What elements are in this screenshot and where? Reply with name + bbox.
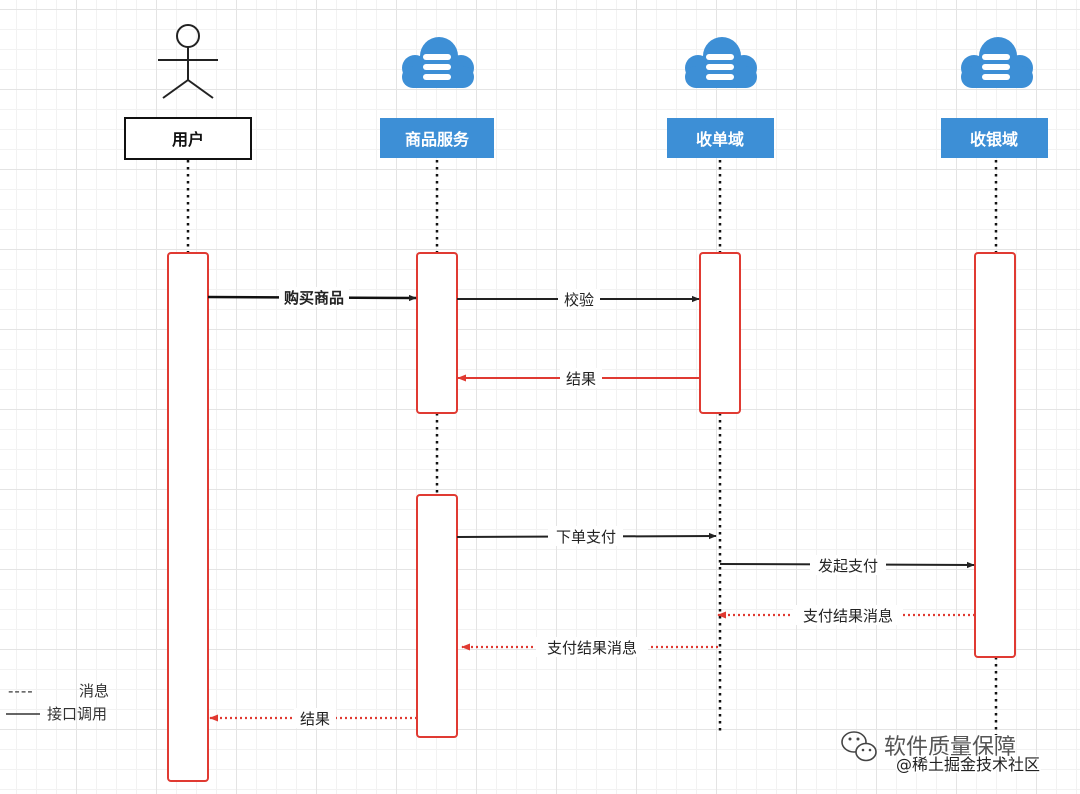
- message-initiate-payment-label: 发起支付: [818, 557, 878, 575]
- participant-cashier-label: 收银域: [970, 130, 1018, 149]
- wechat-icon: [841, 731, 877, 762]
- activation-user: [167, 252, 209, 782]
- message-verify: 校验: [457, 289, 700, 309]
- message-result-1: 结果: [457, 368, 700, 388]
- message-place-order-pay: 下单支付: [456, 526, 717, 546]
- message-payment-result-2-label: 支付结果消息: [547, 639, 637, 657]
- cloud-database-icon: [961, 37, 1033, 88]
- message-buy-goods: 购买商品: [207, 287, 417, 307]
- cloud-database-icon: [685, 37, 757, 88]
- activation-goods-2: [416, 494, 458, 738]
- activation-order: [699, 252, 741, 414]
- message-result-1-label: 结果: [566, 370, 596, 388]
- message-place-order-pay-label: 下单支付: [556, 528, 616, 546]
- message-payment-result-2: 支付结果消息: [461, 637, 718, 657]
- watermark: 软件质量保障 @稀土掘金技术社区: [841, 731, 1042, 776]
- watermark-line2: @稀土掘金技术社区: [896, 755, 1040, 774]
- message-result-2: 结果: [209, 708, 417, 728]
- user-actor-icon: [158, 24, 218, 99]
- activation-goods-1: [416, 252, 458, 414]
- participant-goods-service: 商品服务: [380, 118, 494, 158]
- message-initiate-payment: 发起支付: [719, 555, 975, 575]
- participant-cashier-domain: 收银域: [941, 118, 1048, 158]
- participant-goods-label: 商品服务: [405, 130, 470, 149]
- legend-dashed-symbol: ----: [8, 682, 34, 700]
- participant-user: 用户: [124, 117, 252, 160]
- participant-order-label: 收单域: [696, 130, 744, 149]
- message-payment-result-1: 支付结果消息: [717, 605, 975, 625]
- legend: ---- 消息 接口调用: [6, 682, 109, 723]
- watermark-line1: 软件质量保障: [884, 735, 1016, 760]
- legend-interface-call-label: 接口调用: [47, 705, 107, 723]
- participant-user-label: 用户: [172, 130, 204, 149]
- activation-cashier: [974, 252, 1016, 658]
- participant-order-domain: 收单域: [667, 118, 774, 158]
- legend-message-label: 消息: [79, 682, 109, 700]
- cloud-database-icon: [402, 37, 474, 88]
- message-payment-result-1-label: 支付结果消息: [803, 607, 893, 625]
- message-verify-label: 校验: [564, 291, 594, 309]
- message-result-2-label: 结果: [300, 710, 330, 728]
- message-buy-goods-label: 购买商品: [284, 289, 344, 307]
